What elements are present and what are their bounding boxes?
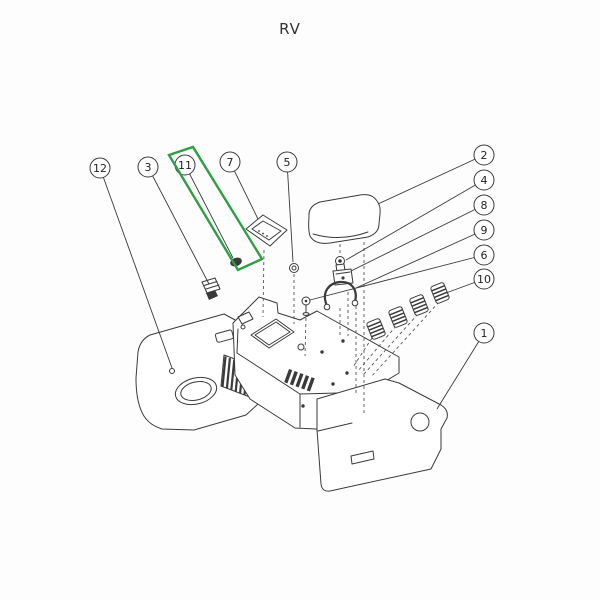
callout-12[interactable]: 12 bbox=[89, 157, 173, 369]
callout-10[interactable]: 10 bbox=[445, 268, 495, 294]
highlight-box bbox=[167, 145, 264, 272]
svg-text:7: 7 bbox=[227, 156, 234, 169]
callout-9[interactable]: 9 bbox=[355, 219, 495, 289]
part-display-module bbox=[245, 214, 288, 247]
part-switch-body bbox=[332, 268, 354, 286]
callout-1[interactable]: 1 bbox=[436, 322, 495, 410]
part-round-knob bbox=[289, 263, 299, 273]
svg-text:11: 11 bbox=[178, 159, 192, 172]
vent-oval bbox=[174, 376, 218, 406]
callout-8[interactable]: 8 bbox=[350, 194, 495, 272]
svg-text:4: 4 bbox=[481, 174, 488, 187]
svg-text:8: 8 bbox=[481, 199, 488, 212]
svg-text:1: 1 bbox=[481, 327, 488, 340]
right-lower-panel bbox=[316, 378, 448, 492]
svg-text:9: 9 bbox=[481, 224, 488, 237]
console-rib-block bbox=[284, 369, 315, 392]
assembly-alignment-lines bbox=[262, 242, 440, 416]
armrest-pad bbox=[308, 194, 381, 244]
part-bracket bbox=[323, 280, 359, 311]
callout-5[interactable]: 5 bbox=[276, 151, 298, 263]
part-plunger bbox=[301, 296, 311, 316]
part-switch-block bbox=[201, 277, 221, 300]
callout-11[interactable]: 11 bbox=[174, 154, 234, 259]
callout-4[interactable]: 4 bbox=[345, 169, 495, 261]
callout-2[interactable]: 2 bbox=[377, 144, 495, 205]
svg-text:12: 12 bbox=[93, 162, 107, 175]
callout-6[interactable]: 6 bbox=[309, 244, 495, 301]
svg-text:2: 2 bbox=[481, 149, 488, 162]
page-title: RV bbox=[279, 20, 301, 38]
svg-text:6: 6 bbox=[481, 249, 488, 262]
svg-text:3: 3 bbox=[145, 161, 152, 174]
callout-7[interactable]: 7 bbox=[219, 151, 259, 220]
svg-text:5: 5 bbox=[284, 156, 291, 169]
callout-3[interactable]: 3 bbox=[137, 156, 210, 285]
svg-text:10: 10 bbox=[477, 273, 491, 286]
part-connector-blocks bbox=[366, 282, 450, 340]
